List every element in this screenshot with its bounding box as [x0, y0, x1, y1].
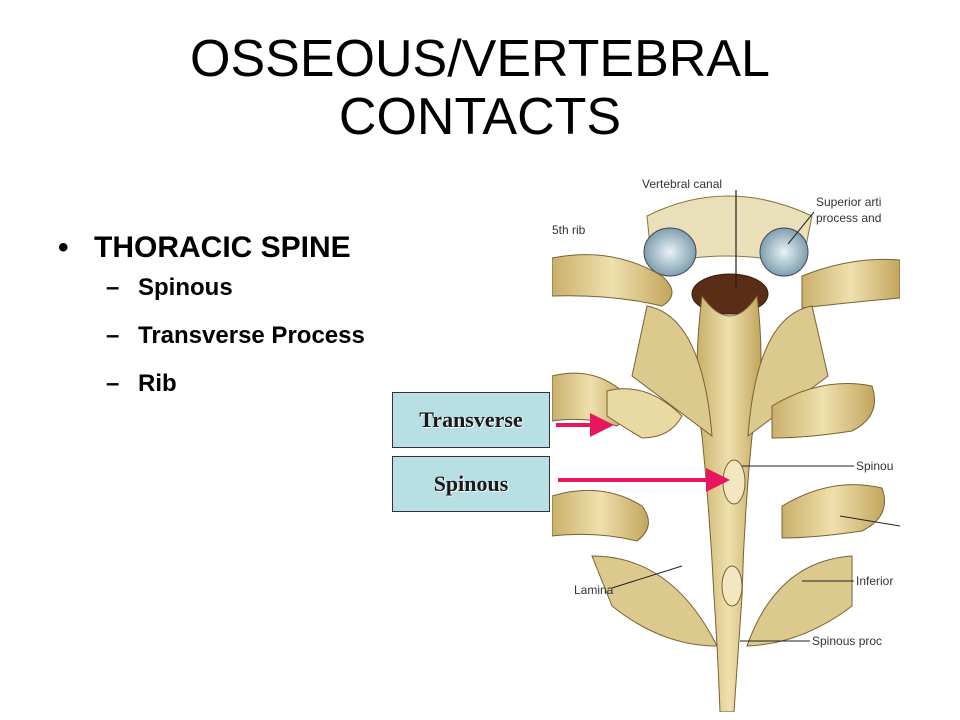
sub-bullet-text: Rib	[138, 370, 177, 397]
lower-left-rib-shape	[552, 489, 649, 542]
bullet-thoracic-spine: • THORACIC SPINE	[58, 228, 538, 268]
slide-title: OSSEOUS/VERTEBRAL CONTACTS	[80, 30, 880, 146]
lower-right-lamina-shape	[746, 555, 853, 647]
label-lamina: Lamina	[574, 583, 614, 597]
spinous-tip-2-shape	[721, 565, 743, 607]
right-facet-shape	[759, 227, 809, 277]
bullet-text: THORACIC SPINE	[94, 231, 351, 264]
vertebra-svg: Vertebral canal 5th rib Superior arti pr…	[552, 177, 900, 712]
vertebra-illustration: Vertebral canal 5th rib Superior arti pr…	[552, 176, 900, 712]
vertebral-canal-shape	[691, 273, 769, 315]
lamina-leader-line	[611, 565, 683, 589]
title-line-1: OSSEOUS/VERTEBRAL	[190, 30, 770, 88]
bullet-list: • THORACIC SPINE – Spinous – Transverse …	[58, 228, 538, 418]
callout-spinous: Spinous	[392, 456, 550, 512]
middle-right-transverse-shape	[771, 383, 875, 439]
middle-left-transverse-shape	[606, 388, 683, 439]
sub-bullet-text: Spinous	[138, 274, 233, 301]
right-leader-line	[839, 515, 900, 527]
label-spinous-process: Spinous proc	[812, 634, 882, 648]
label-inferior: Inferior	[856, 574, 893, 588]
label-spinous: Spinou	[856, 459, 893, 473]
label-rib: 5th rib	[552, 223, 586, 237]
callout-transverse: Transverse	[392, 392, 550, 448]
dash-icon: –	[106, 370, 120, 397]
lower-left-lamina-shape	[591, 555, 718, 647]
spinous-column-shape	[696, 294, 762, 712]
label-vertebral-canal: Vertebral canal	[642, 177, 722, 191]
lower-right-transverse-shape	[781, 484, 885, 539]
left-lamina-shape	[631, 305, 713, 438]
label-superior-articular-1: Superior arti	[816, 195, 881, 209]
sub-bullet-spinous: – Spinous	[106, 274, 538, 302]
label-superior-articular-2: process and	[816, 211, 881, 225]
facet-leader-line	[787, 211, 815, 245]
upper-right-rib-shape	[801, 258, 900, 309]
sub-bullet-text: Transverse Process	[138, 322, 365, 349]
dash-icon: –	[106, 322, 120, 349]
left-facet-shape	[643, 227, 697, 277]
sub-bullet-rib: – Rib	[106, 370, 538, 398]
dash-icon: –	[106, 274, 120, 301]
sub-bullet-list: – Spinous – Transverse Process – Rib	[106, 274, 538, 398]
spinous-tip-1-shape	[722, 459, 746, 505]
sub-bullet-transverse: – Transverse Process	[106, 322, 538, 350]
title-line-2: CONTACTS	[338, 88, 622, 146]
bullet-dot-icon: •	[58, 231, 69, 264]
upper-left-rib-shape	[552, 254, 673, 307]
